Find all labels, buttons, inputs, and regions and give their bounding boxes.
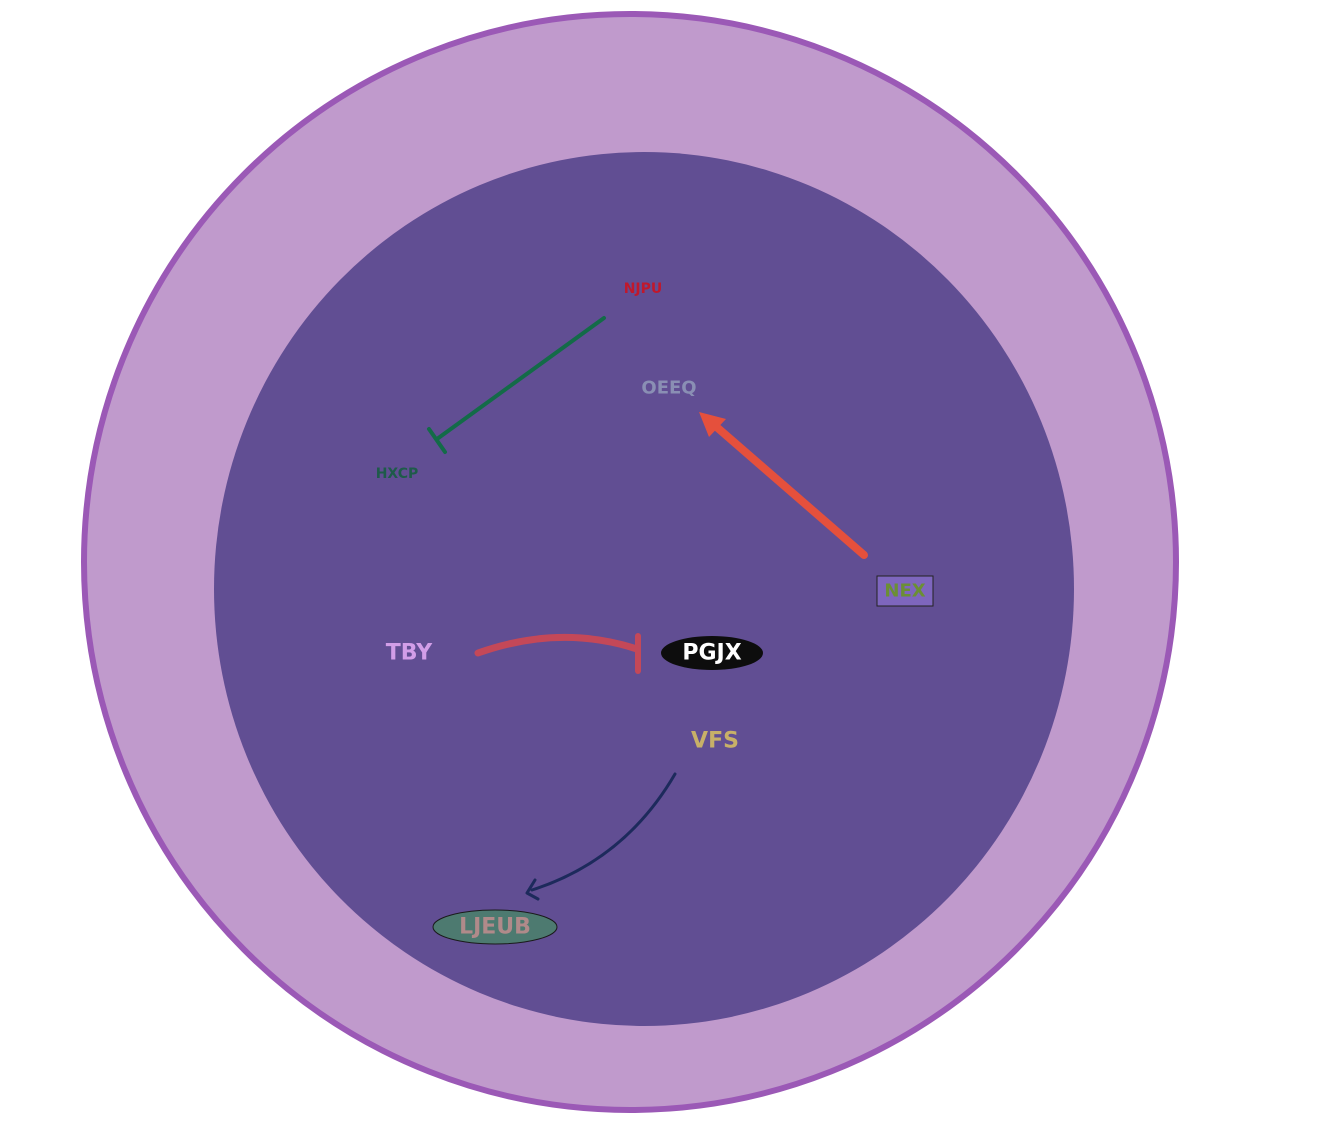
node-oeeq[interactable]: OEEQ <box>641 378 696 399</box>
inhibition-line <box>435 316 606 441</box>
activation-line <box>708 419 868 559</box>
arrowhead <box>525 878 540 901</box>
inhibition-bar <box>427 427 447 454</box>
node-pgjx-label: PGJX <box>682 641 741 666</box>
node-ljeub-ellipse <box>432 909 558 945</box>
node-vfs[interactable]: VFS <box>691 729 739 754</box>
node-hxcp-label: HXCP <box>376 466 419 482</box>
node-oeeq-label: OEEQ <box>641 378 696 399</box>
node-vfs-label: VFS <box>691 729 739 754</box>
node-ljeub[interactable]: LJEUB <box>432 909 558 945</box>
edge-njpu-hxcp <box>427 316 606 454</box>
inner-compartment <box>214 152 1074 1026</box>
edge-vfs-ljeub <box>525 772 677 901</box>
node-nex[interactable]: NEX <box>876 575 934 607</box>
inhibition-line <box>474 633 641 657</box>
node-tby-label: TBY <box>386 641 434 666</box>
node-tby[interactable]: TBY <box>386 641 434 666</box>
arrowhead <box>699 412 726 437</box>
activation-line <box>530 772 677 892</box>
node-njpu[interactable]: NJPU <box>624 281 663 297</box>
node-nex-label: NEX <box>884 581 925 602</box>
edge-tby-pgjx <box>474 633 641 674</box>
node-pgjx[interactable]: PGJX <box>661 636 763 670</box>
node-nex-box <box>876 575 934 607</box>
node-pgjx-ellipse <box>661 636 763 670</box>
node-njpu-label: NJPU <box>624 281 663 297</box>
node-hxcp[interactable]: HXCP <box>376 466 419 482</box>
node-ljeub-label: LJEUB <box>459 915 531 940</box>
edge-nex-oeeq <box>699 412 868 559</box>
